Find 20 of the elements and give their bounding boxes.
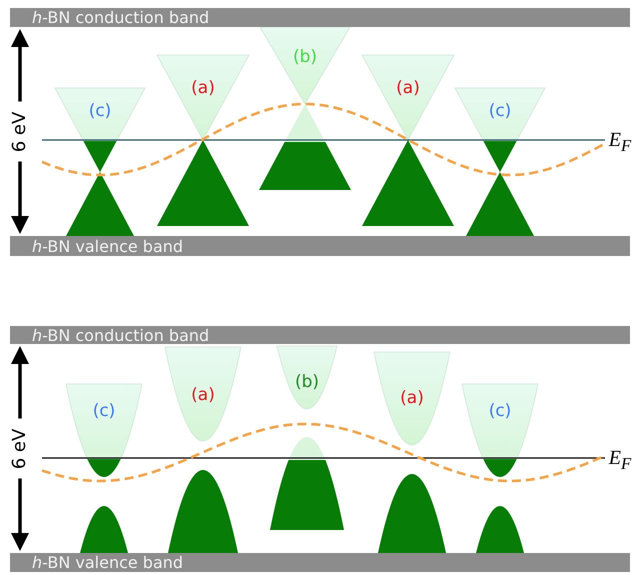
valley-label: (b) bbox=[294, 372, 320, 392]
valley-label: (c) bbox=[88, 101, 112, 121]
band-label: h-BN valence band bbox=[32, 553, 184, 572]
fermi-level-label: E$_{F}$ bbox=[608, 130, 632, 156]
energy-band-bar bbox=[10, 8, 630, 27]
valley-label: (c) bbox=[92, 401, 116, 421]
energy-band-bar bbox=[10, 326, 630, 344]
band-label: h-BN valence band bbox=[32, 236, 184, 256]
valley-label: (a) bbox=[191, 78, 215, 98]
valley-label: (c) bbox=[488, 401, 512, 421]
valley-label: (c) bbox=[488, 101, 512, 121]
valley-label: (b) bbox=[292, 47, 318, 67]
energy-band-bar bbox=[10, 236, 630, 256]
valley-label: (a) bbox=[396, 78, 420, 98]
band-label: h-BN conduction band bbox=[32, 8, 210, 27]
valley-label: (a) bbox=[400, 388, 424, 408]
energy-band-bar bbox=[10, 553, 630, 572]
valley-label: (a) bbox=[191, 385, 215, 405]
fermi-level-label: E$_{F}$ bbox=[608, 448, 632, 474]
band-label: h-BN conduction band bbox=[32, 326, 210, 344]
